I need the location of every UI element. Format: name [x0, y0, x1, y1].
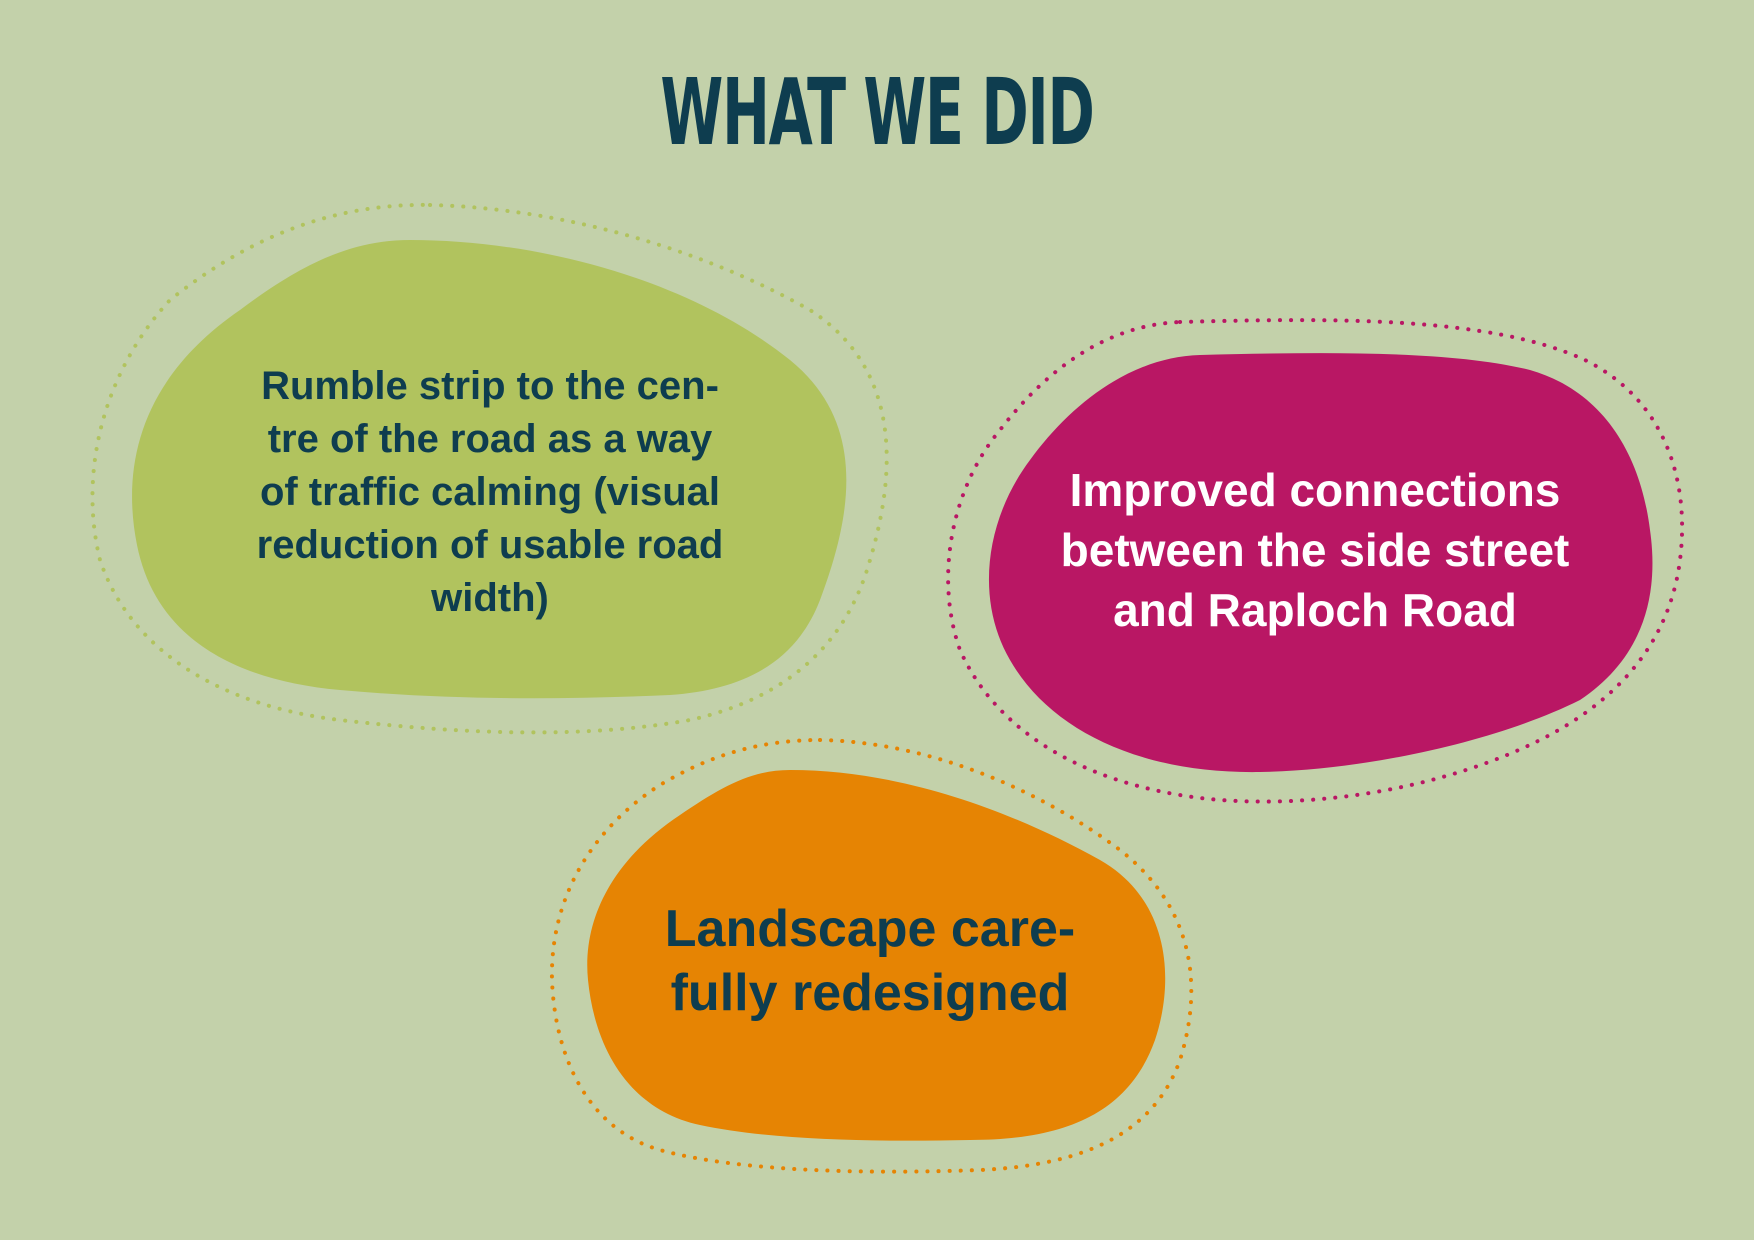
- orange-blob-text: Landscape care-fully redesigned: [664, 900, 1076, 1022]
- magenta-blob-outline: [946, 318, 1685, 804]
- green-blob-outline: [90, 202, 889, 735]
- magenta-blob: [988, 353, 1653, 773]
- green-blob-text: Rumble strip to the cen-tre of the road …: [256, 364, 724, 620]
- green-blob: [132, 240, 847, 699]
- page-title: WHAT WE DID: [660, 59, 1094, 166]
- orange-blob: [587, 770, 1166, 1141]
